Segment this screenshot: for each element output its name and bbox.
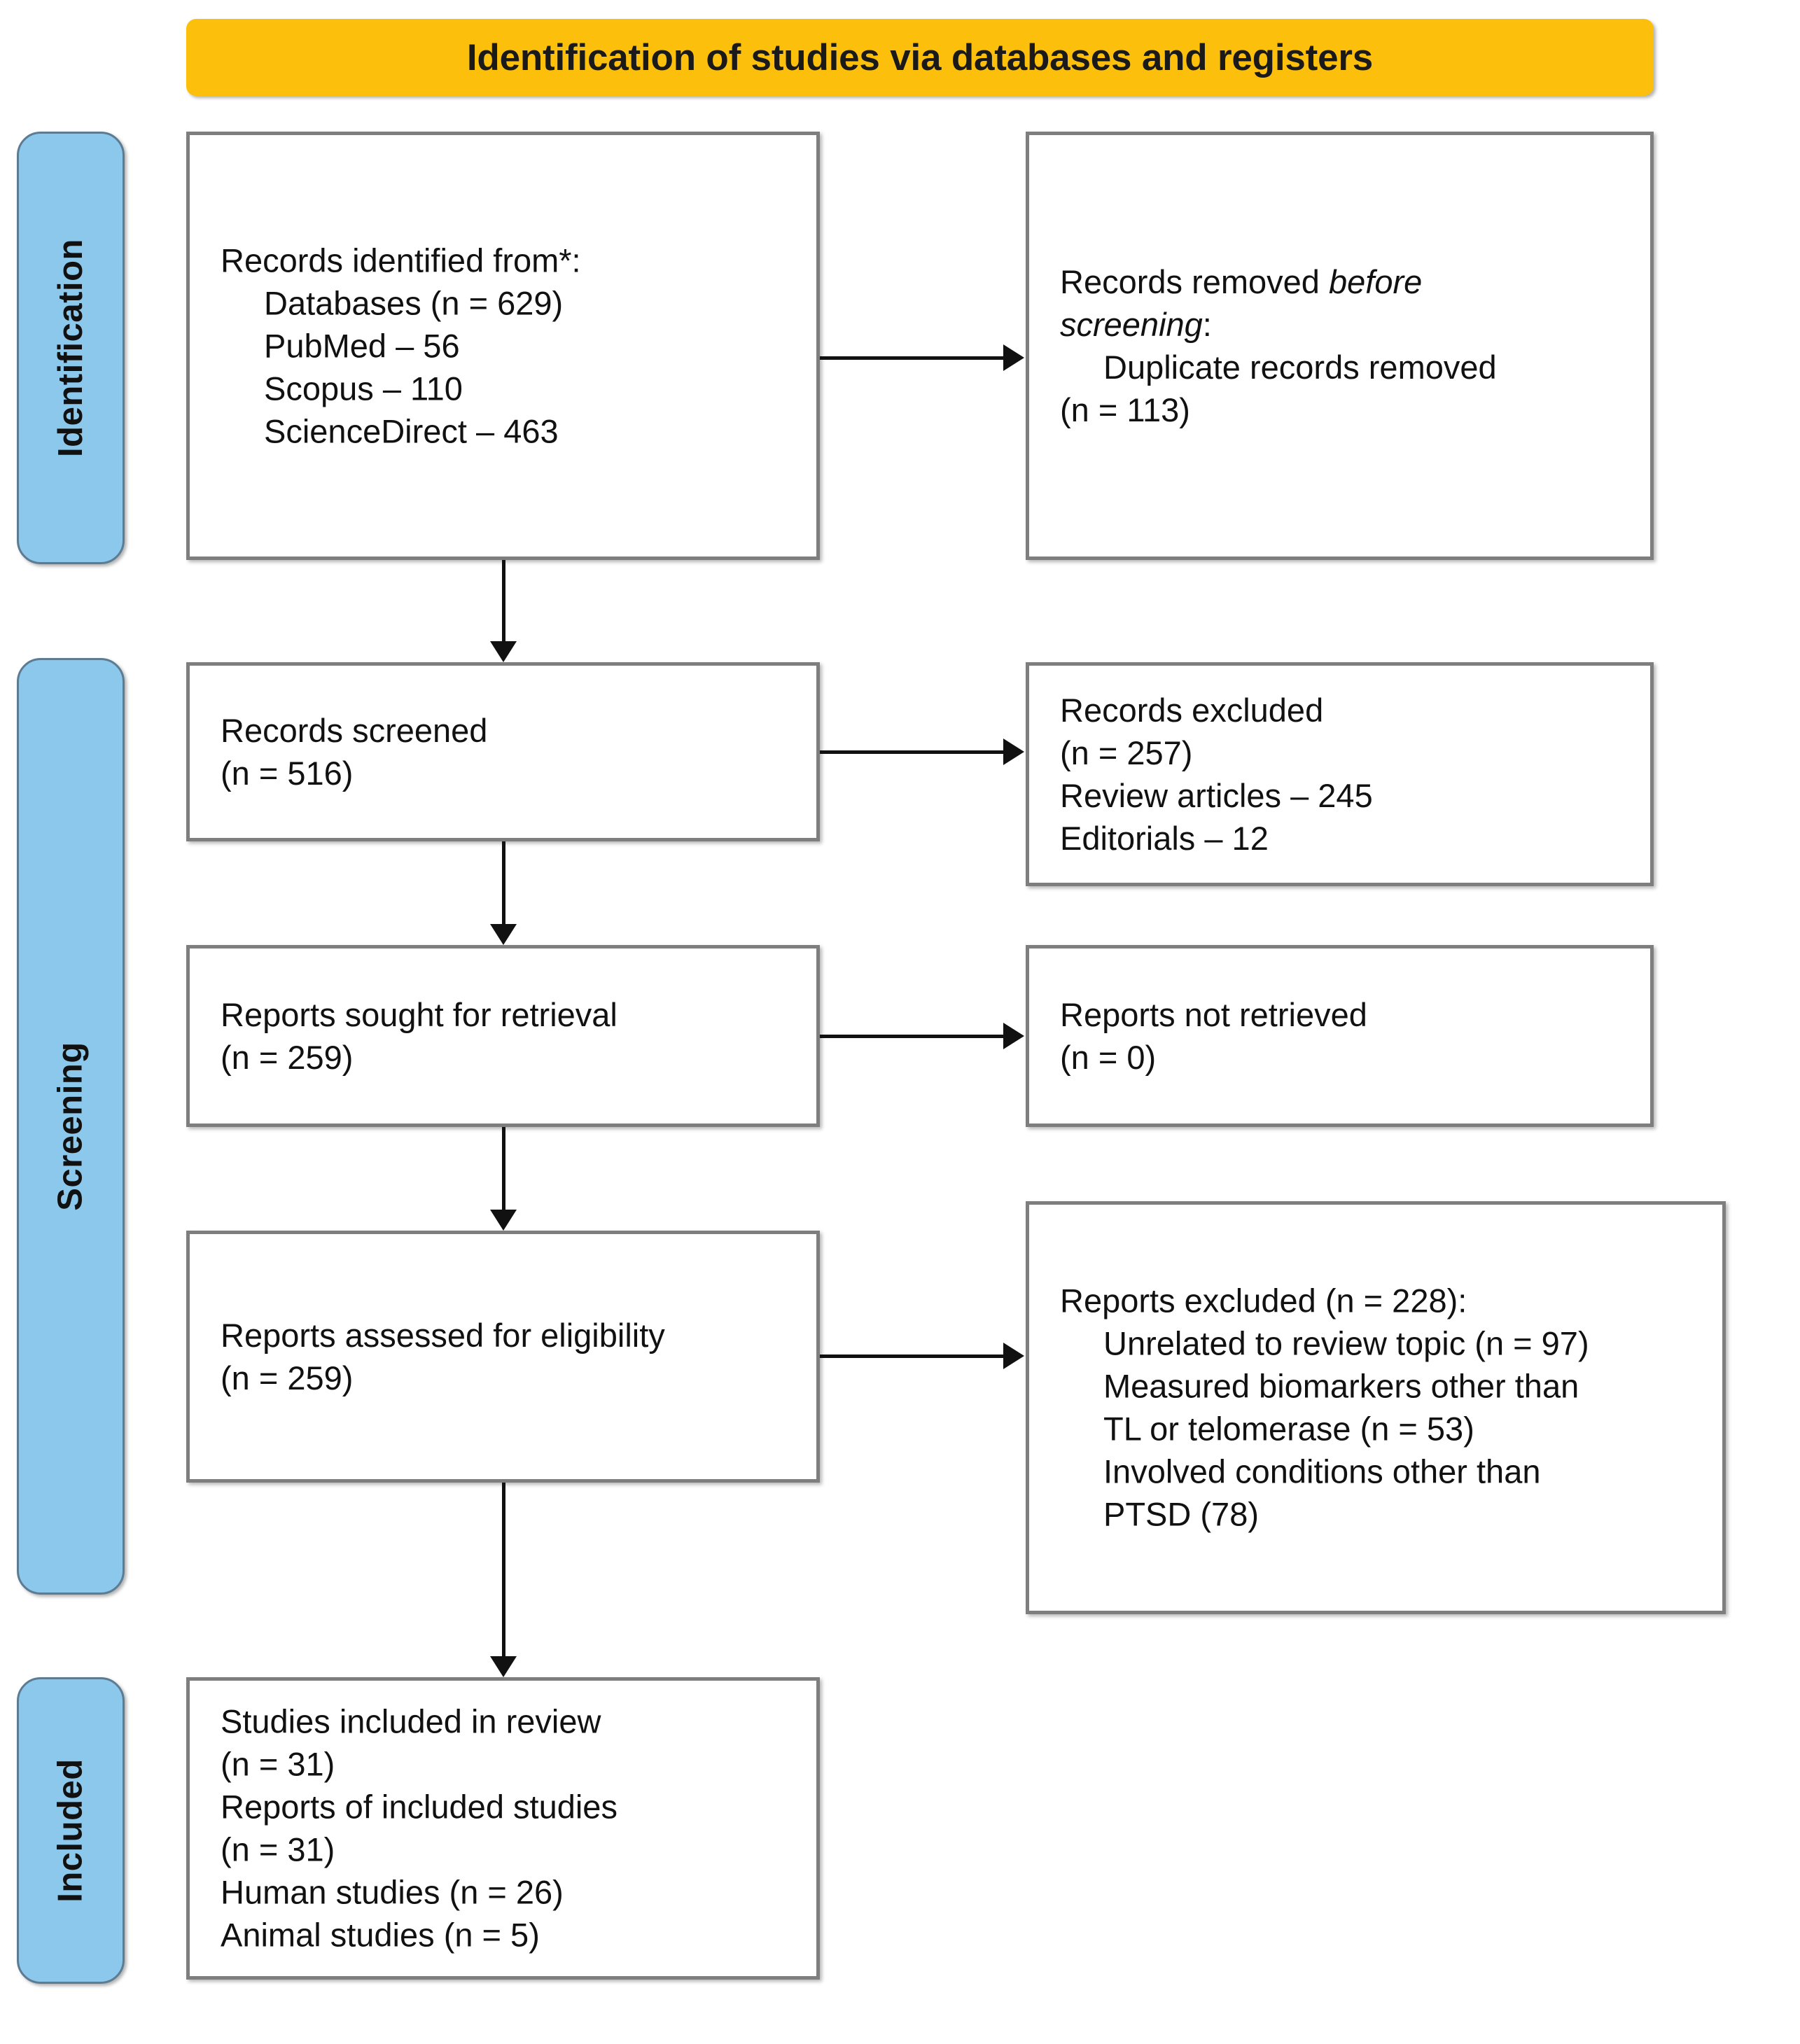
box-line: Review articles – 245 — [1060, 777, 1373, 814]
arrow-head-down-icon — [490, 1210, 517, 1231]
box-line: (n = 0) — [1060, 1039, 1157, 1076]
arrow-shaft — [820, 1035, 1003, 1038]
arrow-shaft — [820, 750, 1003, 754]
box-reports-assessed-for-eligibility: Reports assessed for eligibility (n = 25… — [186, 1231, 820, 1483]
arrow-head-right-icon — [1003, 1023, 1024, 1049]
box-records-excluded-body: Records excluded (n = 257) Review articl… — [1060, 689, 1636, 860]
box-records-identified-body: Records identified from*: Databases (n =… — [221, 239, 802, 452]
box-line: Involved conditions other than — [1103, 1453, 1541, 1491]
box-line: Reports of included studies — [221, 1788, 618, 1826]
box-line: (n = 516) — [221, 755, 354, 792]
box-line: Records removed before — [1060, 260, 1636, 303]
box-studies-included-body: Studies included in review (n = 31) Repo… — [221, 1700, 802, 1957]
arrow-head-down-icon — [490, 641, 517, 662]
box-line: Scopus – 110 — [264, 370, 463, 407]
box-line: Editorials – 12 — [1060, 820, 1269, 858]
arrow-shaft — [820, 1354, 1003, 1358]
arrow-shaft — [820, 356, 1003, 360]
box-reports-sought-for-retrieval: Reports sought for retrieval (n = 259) — [186, 945, 820, 1127]
box-line-plain: : — [1202, 305, 1212, 343]
box-line: PubMed – 56 — [264, 327, 460, 365]
box-line: (n = 259) — [221, 1359, 354, 1396]
stage-label-included: Included — [17, 1677, 125, 1984]
arrow-screened-to-sought — [490, 841, 517, 945]
box-line: (n = 31) — [221, 1831, 335, 1868]
box-records-screened: Records screened (n = 516) — [186, 662, 820, 841]
box-line: ScienceDirect – 463 — [264, 412, 559, 450]
box-line: TL or telomerase (n = 53) — [1103, 1410, 1474, 1448]
box-line-plain: Records removed — [1060, 262, 1329, 300]
box-line: Databases (n = 629) — [264, 284, 564, 322]
stage-label-included-text: Included — [52, 1758, 90, 1903]
box-records-excluded: Records excluded (n = 257) Review articl… — [1026, 662, 1654, 886]
arrow-head-right-icon — [1003, 1343, 1024, 1369]
box-line: Records screened — [221, 711, 488, 749]
box-line: Records identified from*: — [221, 241, 581, 279]
stage-label-screening: Screening — [17, 658, 125, 1595]
box-line: Reports excluded (n = 228): — [1060, 1282, 1467, 1320]
arrow-shaft — [502, 1127, 505, 1210]
box-line: (n = 257) — [1060, 734, 1193, 771]
arrow-head-right-icon — [1003, 344, 1024, 371]
box-line: (n = 31) — [221, 1745, 335, 1783]
box-line: Studies included in review — [221, 1702, 601, 1740]
box-line: Reports not retrieved — [1060, 995, 1367, 1033]
box-line: screening: — [1060, 303, 1636, 346]
arrow-screened-to-excluded — [820, 738, 1026, 765]
box-records-removed-before-screening: Records removed before screening: Duplic… — [1026, 132, 1654, 560]
box-line: Reports sought for retrieval — [221, 995, 618, 1033]
box-line: Reports assessed for eligibility — [221, 1316, 665, 1354]
stage-label-screening-text: Screening — [52, 1042, 90, 1211]
arrow-shaft — [502, 841, 505, 924]
arrow-head-right-icon — [1003, 738, 1024, 765]
box-line-italic: before — [1329, 262, 1423, 300]
arrow-shaft — [502, 560, 505, 641]
box-records-screened-body: Records screened (n = 516) — [221, 709, 802, 794]
box-reports-excluded-body: Reports excluded (n = 228): Unrelated to… — [1060, 1280, 1708, 1536]
arrow-identified-to-removed — [820, 344, 1026, 371]
stage-label-identification: Identification — [17, 132, 125, 564]
box-reports-not-retrieved: Reports not retrieved (n = 0) — [1026, 945, 1654, 1127]
box-line: Measured biomarkers other than — [1103, 1367, 1579, 1405]
box-reports-not-retrieved-body: Reports not retrieved (n = 0) — [1060, 993, 1636, 1079]
arrow-head-down-icon — [490, 1656, 517, 1677]
arrow-identified-to-screened — [490, 560, 517, 662]
box-records-removed-body: Records removed before screening: Duplic… — [1060, 260, 1636, 431]
box-line: (n = 113) — [1060, 391, 1190, 429]
arrow-sought-to-assessed — [490, 1127, 517, 1231]
box-reports-excluded: Reports excluded (n = 228): Unrelated to… — [1026, 1201, 1726, 1614]
box-records-identified: Records identified from*: Databases (n =… — [186, 132, 820, 560]
arrow-sought-to-not-retrieved — [820, 1023, 1026, 1049]
arrow-shaft — [502, 1483, 505, 1656]
arrow-assessed-to-included — [490, 1483, 517, 1677]
box-line: Animal studies (n = 5) — [221, 1917, 540, 1954]
box-line: Human studies (n = 26) — [221, 1874, 564, 1912]
section-header-title: Identification of studies via databases … — [466, 36, 1374, 78]
section-header-identification: Identification of studies via databases … — [186, 19, 1654, 96]
arrow-head-down-icon — [490, 924, 517, 945]
stage-label-identification-text: Identification — [52, 239, 90, 457]
box-studies-included-in-review: Studies included in review (n = 31) Repo… — [186, 1677, 820, 1980]
box-line: Unrelated to review topic (n = 97) — [1103, 1324, 1589, 1362]
box-reports-sought-body: Reports sought for retrieval (n = 259) — [221, 993, 802, 1079]
box-line: PTSD (78) — [1103, 1496, 1259, 1534]
box-line: Duplicate records removed — [1103, 349, 1497, 386]
box-line: Records excluded — [1060, 691, 1324, 729]
box-reports-assessed-body: Reports assessed for eligibility (n = 25… — [221, 1314, 802, 1399]
arrow-assessed-to-reports-excluded — [820, 1343, 1026, 1369]
box-line-italic: screening — [1060, 305, 1203, 343]
box-line: (n = 259) — [221, 1039, 354, 1076]
